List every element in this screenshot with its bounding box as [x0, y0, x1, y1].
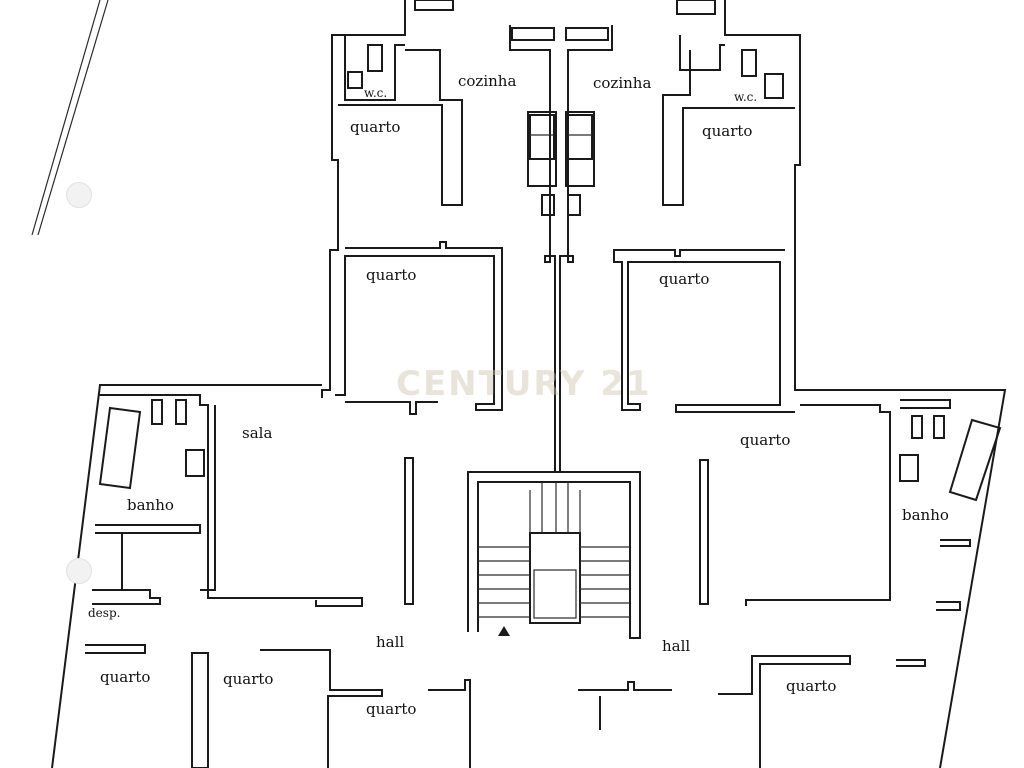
- room-label-quarto-upper-left-2: quarto: [366, 266, 417, 284]
- room-label-desp: desp.: [88, 606, 121, 620]
- room-label-cozinha-right: cozinha: [593, 74, 652, 92]
- room-label-quarto-upper-left-1: quarto: [350, 118, 401, 136]
- room-label-hall-right: hall: [662, 637, 691, 655]
- room-label-wc-right: w.c.: [734, 90, 758, 104]
- room-label-wc-left: w.c.: [364, 86, 388, 100]
- lower-left-wing-walls: [51, 384, 471, 768]
- binder-hole: [66, 182, 92, 208]
- room-label-quarto-bottom-3: quarto: [366, 700, 417, 718]
- page-border-lines: [31, 0, 109, 236]
- lower-right-wing-walls: [578, 389, 1007, 768]
- room-label-cozinha-left: cozinha: [458, 72, 517, 90]
- binder-hole: [66, 558, 92, 584]
- room-label-quarto-bottom-1: quarto: [100, 668, 151, 686]
- room-label-quarto-mid-right: quarto: [740, 431, 791, 449]
- stairwell: [467, 471, 641, 639]
- room-label-quarto-bottom-2: quarto: [223, 670, 274, 688]
- room-label-banho-right: banho: [902, 506, 949, 524]
- watermark: CENTURY 21: [396, 364, 652, 404]
- room-label-quarto-upper-right-1: quarto: [702, 122, 753, 140]
- room-label-banho-left: banho: [127, 496, 174, 514]
- central-spine-walls: [509, 25, 613, 472]
- room-label-sala: sala: [242, 424, 273, 442]
- room-label-hall-left: hall: [376, 633, 405, 651]
- upper-right-wing-walls: [613, 0, 805, 413]
- upper-left-wing-walls: [321, 0, 503, 415]
- room-label-quarto-bottom-4: quarto: [786, 677, 837, 695]
- room-label-quarto-upper-right-2: quarto: [659, 270, 710, 288]
